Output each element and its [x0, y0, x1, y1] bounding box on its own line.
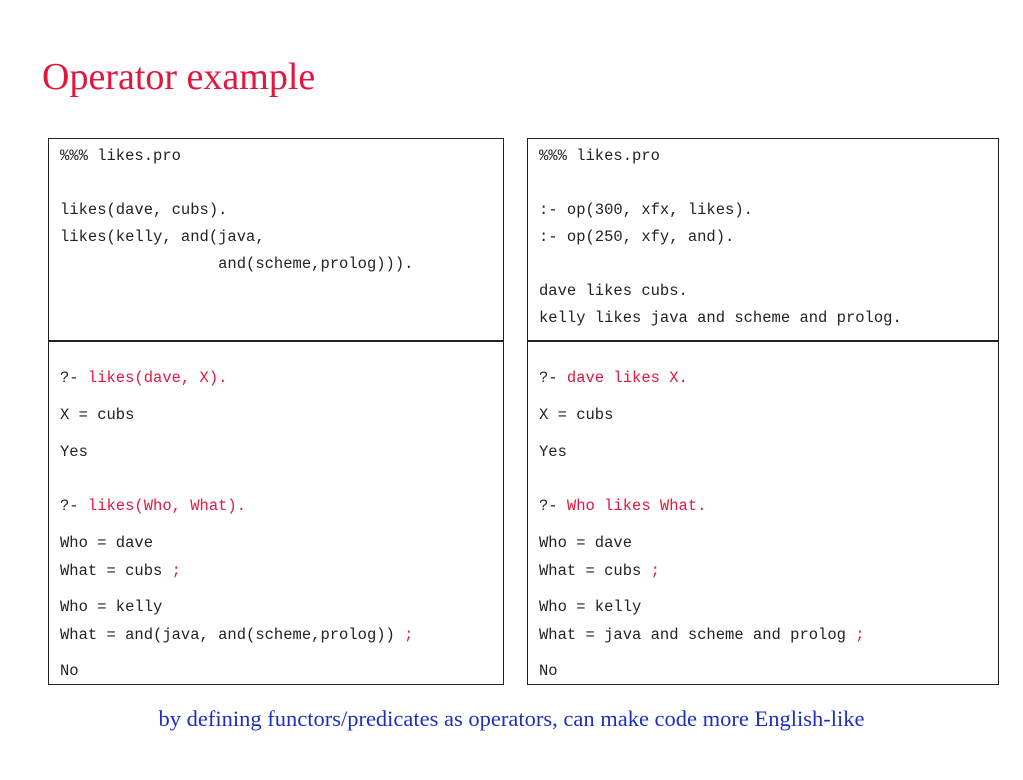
prompt: ?- [539, 497, 567, 515]
prompt: ?- [60, 369, 88, 387]
right-program-box: %%% likes.pro :- op(300, xfx, likes). :-… [527, 138, 999, 342]
slide-title: Operator example [42, 56, 316, 98]
right-program-line-comment: %%% likes.pro [539, 147, 660, 165]
left-yes: Yes [60, 443, 88, 461]
left-answer-3-what: What = and(java, and(scheme,prolog)) ; [60, 626, 414, 644]
right-session-code: ?- dave likes X. X = cubs Yes ?- Who lik… [528, 342, 998, 684]
right-program-code: %%% likes.pro :- op(300, xfx, likes). :-… [528, 139, 998, 341]
semicolon: ; [404, 626, 414, 644]
left-query-1: ?- likes(dave, X). [60, 369, 228, 387]
left-session-code: ?- likes(dave, X). X = cubs Yes ?- likes… [49, 342, 503, 684]
right-program-line-1: :- op(300, xfx, likes). [539, 201, 753, 219]
left-program-code: %%% likes.pro likes(dave, cubs). likes(k… [49, 139, 503, 341]
right-query-1: ?- dave likes X. [539, 369, 688, 387]
answer-text: What = and(java, and(scheme,prolog)) [60, 626, 405, 644]
left-program-box: %%% likes.pro likes(dave, cubs). likes(k… [48, 138, 504, 342]
right-program-line-4: kelly likes java and scheme and prolog. [539, 309, 902, 327]
left-answer-3-who: Who = kelly [60, 598, 163, 616]
left-program-line-comment: %%% likes.pro [60, 147, 181, 165]
left-answer-2-what: What = cubs ; [60, 562, 181, 580]
semicolon: ; [650, 562, 660, 580]
answer-text: What = java and scheme and prolog [539, 626, 856, 644]
right-answer-3-who: Who = kelly [539, 598, 642, 616]
left-query-2-text: likes(Who, What). [87, 497, 247, 515]
left-query-2: ?- likes(Who, What). [60, 497, 247, 515]
right-yes: Yes [539, 443, 567, 461]
answer-text: What = cubs [539, 562, 651, 580]
right-answer-3-what: What = java and scheme and prolog ; [539, 626, 865, 644]
prompt: ?- [539, 369, 567, 387]
right-answer-2-who: Who = dave [539, 534, 633, 552]
left-answer-2-who: Who = dave [60, 534, 154, 552]
right-program-line-2: :- op(250, xfy, and). [539, 228, 735, 246]
semicolon: ; [855, 626, 865, 644]
right-answer-2-what: What = cubs ; [539, 562, 660, 580]
left-answer-1: X = cubs [60, 406, 135, 424]
right-query-1-text: dave likes X. [566, 369, 688, 387]
right-query-2-text: Who likes What. [566, 497, 707, 515]
left-program-line-2: likes(kelly, and(java, [60, 228, 265, 246]
answer-text: What = cubs [60, 562, 172, 580]
left-program-line-1: likes(dave, cubs). [60, 201, 228, 219]
left-session-box: ?- likes(dave, X). X = cubs Yes ?- likes… [48, 340, 504, 685]
slide-caption: by defining functors/predicates as opera… [158, 706, 865, 731]
prompt: ?- [60, 497, 88, 515]
right-program-line-3: dave likes cubs. [539, 282, 688, 300]
right-answer-1: X = cubs [539, 406, 614, 424]
semicolon: ; [171, 562, 181, 580]
right-no: No [539, 662, 558, 680]
right-session-box: ?- dave likes X. X = cubs Yes ?- Who lik… [527, 340, 999, 685]
right-query-2: ?- Who likes What. [539, 497, 707, 515]
left-query-1-text: likes(dave, X). [87, 369, 228, 387]
left-program-line-3: and(scheme,prolog))). [60, 255, 414, 273]
left-no: No [60, 662, 79, 680]
